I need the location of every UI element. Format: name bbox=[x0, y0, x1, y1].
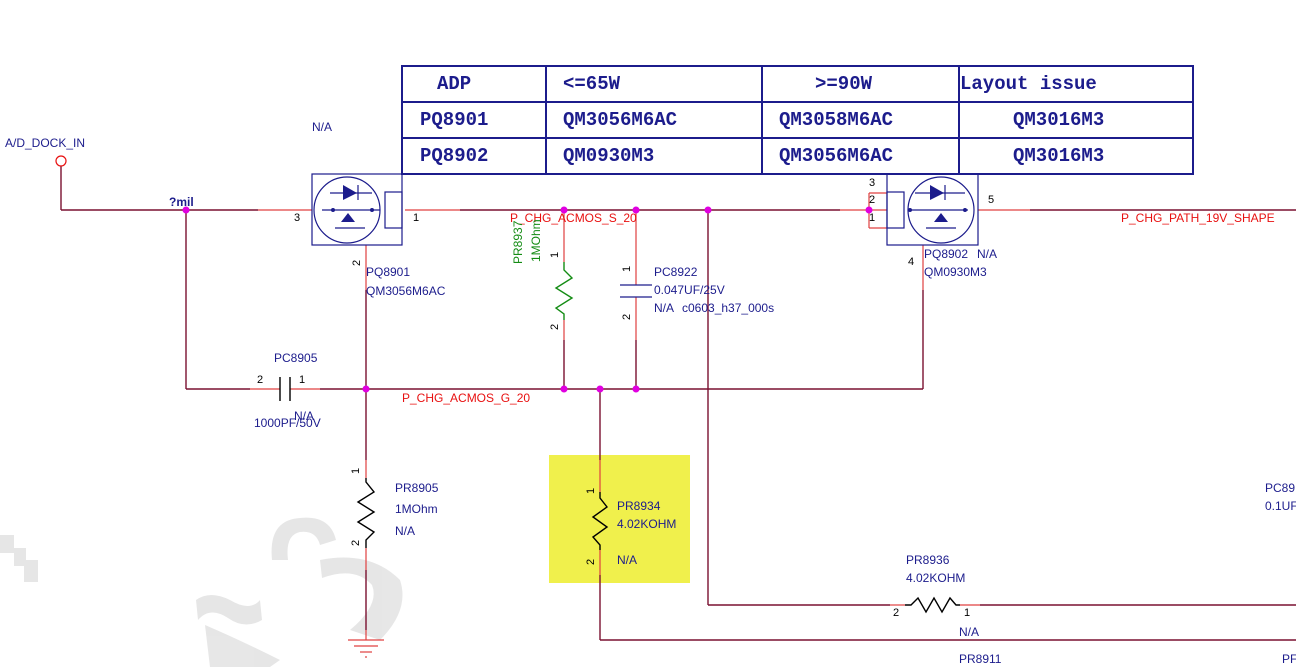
table-header-layout: Layout issue bbox=[960, 73, 1097, 95]
pin-label: 2 bbox=[549, 324, 561, 330]
pr8911-ref: PR8911 bbox=[959, 652, 1002, 666]
pr8937-ref: PR8937 bbox=[511, 220, 525, 264]
pin-label: 2 bbox=[350, 540, 362, 546]
pc8905-capacitor-icon bbox=[279, 377, 291, 401]
pin-label: 2 bbox=[585, 559, 597, 565]
pq8902-mosfet-icon bbox=[886, 173, 979, 246]
pc8905-ref: PC8905 bbox=[274, 351, 318, 365]
highlight-box bbox=[549, 455, 690, 583]
pr8934-resistor-icon bbox=[591, 492, 609, 550]
table-cell: QM0930M3 bbox=[563, 145, 654, 167]
net-label-acmos-s: P_CHG_ACMOS_S_20 bbox=[510, 211, 637, 225]
pr8936-ref: PR8936 bbox=[906, 553, 950, 567]
net-label-dock-in: A/D_DOCK_IN bbox=[5, 136, 85, 150]
pr8936-value: 4.02KOHM bbox=[906, 571, 965, 585]
pin-label: 1 bbox=[964, 607, 970, 619]
table-header-90w: >=90W bbox=[815, 73, 873, 95]
pr8934-na: N/A bbox=[617, 553, 637, 567]
table-cell: PQ8902 bbox=[420, 145, 488, 167]
pq8901-part: QM3056M6AC bbox=[366, 284, 446, 298]
pc8922-value: 0.047UF/25V bbox=[654, 283, 725, 297]
pr8905-resistor-icon bbox=[356, 478, 376, 548]
table-cell: QM3016M3 bbox=[1013, 109, 1104, 131]
pin-label: 2 bbox=[893, 607, 899, 619]
pin-label: 3 bbox=[294, 212, 300, 224]
pc8905-value: 1000PF/50V bbox=[254, 416, 321, 430]
table-cell: QM3056M6AC bbox=[563, 109, 677, 131]
pc8922-na: N/A bbox=[654, 301, 674, 315]
pq8902-part: QM0930M3 bbox=[924, 265, 987, 279]
net-width-label: ?mil bbox=[169, 195, 194, 209]
pq8901-na: N/A bbox=[312, 120, 332, 134]
pr8905-value: 1MOhm bbox=[395, 502, 438, 516]
pr8936-na: N/A bbox=[959, 625, 979, 639]
pq8901-mosfet-icon bbox=[311, 173, 403, 246]
table-cell: PQ8901 bbox=[420, 109, 488, 131]
dock-in-connector-icon bbox=[55, 155, 67, 167]
net-label-acmos-g: P_CHG_ACMOS_G_20 bbox=[402, 391, 530, 405]
pc8922-ref: PC8922 bbox=[654, 265, 698, 279]
pc8905-na: N/A bbox=[294, 409, 314, 423]
pc89-ref-partial: PC89 bbox=[1265, 481, 1295, 495]
pin-label: 1 bbox=[585, 488, 597, 494]
pr8934-value: 4.02KOHM bbox=[617, 517, 676, 531]
pq8901-ref: PQ8901 bbox=[366, 265, 410, 279]
pq8902-ref: PQ8902 bbox=[924, 247, 968, 261]
table-cell: QM3058M6AC bbox=[779, 109, 893, 131]
pin-label: 2 bbox=[257, 374, 263, 386]
pin-label: 2 bbox=[351, 260, 363, 266]
net-label-path-19v: P_CHG_PATH_19V_SHAPE bbox=[1121, 211, 1275, 225]
pr8905-ref: PR8905 bbox=[395, 481, 439, 495]
pin-label: 1 bbox=[869, 212, 875, 224]
watermark bbox=[0, 517, 403, 667]
pf-ref-partial: PF bbox=[1282, 652, 1296, 666]
pin-label: 1 bbox=[621, 266, 633, 272]
pq8902-na: N/A bbox=[977, 247, 997, 261]
pin-label: 1 bbox=[413, 212, 419, 224]
pr8905-na: N/A bbox=[395, 524, 415, 538]
pc8922-capacitor-icon bbox=[620, 284, 652, 298]
pin-label: 1 bbox=[350, 468, 362, 474]
pc89-value-partial: 0.1UF bbox=[1265, 499, 1296, 513]
wires bbox=[60, 166, 1296, 641]
pin-label: 1 bbox=[299, 374, 305, 386]
table-header-adp: ADP bbox=[437, 73, 471, 95]
pin-label: 3 bbox=[869, 177, 875, 189]
pin-label: 1 bbox=[549, 252, 561, 258]
pin-label: 2 bbox=[869, 194, 875, 206]
pin-label: 4 bbox=[908, 256, 914, 268]
table-cell: QM3016M3 bbox=[1013, 145, 1104, 167]
part-table: ADP <=65W >=90W Layout issue PQ8901 QM30… bbox=[401, 65, 1194, 175]
table-cell: QM3056M6AC bbox=[779, 145, 893, 167]
pin-label: 2 bbox=[621, 314, 633, 320]
pr8934-ref: PR8934 bbox=[617, 499, 661, 513]
table-header-65w: <=65W bbox=[563, 73, 621, 95]
ground-icon bbox=[348, 639, 384, 658]
pr8937-resistor-icon bbox=[554, 262, 574, 320]
pr8937-value: 1MOhm bbox=[529, 219, 543, 262]
pc8922-footprint: c0603_h37_000s bbox=[682, 301, 774, 315]
pin-label: 5 bbox=[988, 194, 994, 206]
junctions bbox=[182, 206, 873, 393]
pr8936-resistor-icon bbox=[905, 596, 960, 614]
